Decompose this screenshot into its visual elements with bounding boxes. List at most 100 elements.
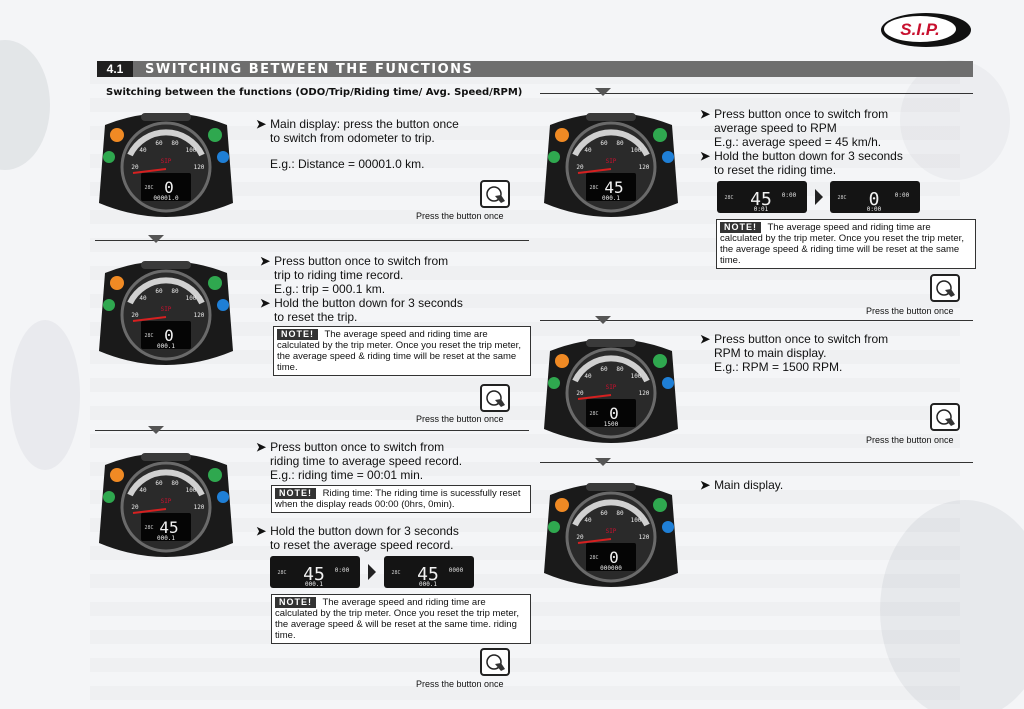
high-beam-icon [208, 276, 222, 290]
dial-tick-label: 20 [576, 164, 584, 171]
headlight-icon [662, 151, 674, 163]
dial-tick-label: 20 [131, 164, 139, 171]
headlight-icon [662, 521, 674, 533]
ink-splash [880, 500, 1024, 709]
lcd-small-value: 0:00 [782, 192, 797, 199]
fuel-icon [110, 128, 124, 142]
lcd-panel [586, 399, 636, 427]
dial-tick-label: 100 [186, 295, 197, 302]
divider [95, 430, 529, 431]
top-indicator-strip [586, 483, 636, 491]
note-tag: NOTE! [275, 597, 316, 608]
sip-logo: S.I.P. [881, 13, 971, 47]
high-beam-icon [653, 354, 667, 368]
top-indicator-strip [141, 113, 191, 121]
note-box: NOTE! Riding time: The riding time is su… [271, 485, 531, 513]
flow-arrow [148, 426, 164, 434]
press-button-label: Press the button once [416, 211, 504, 221]
top-indicator-strip [141, 261, 191, 269]
turn-signal-icon [548, 151, 560, 163]
speed-needle [577, 394, 612, 400]
dial-tick-label: 120 [194, 504, 205, 511]
headlight-icon [217, 151, 229, 163]
note-tag: NOTE! [277, 329, 318, 340]
flow-arrow [595, 316, 611, 324]
dial-tick-label: 60 [600, 140, 608, 147]
dial-scale [572, 129, 650, 157]
dial-tick-label: 100 [631, 147, 642, 154]
svg-text:S.I.P.: S.I.P. [900, 20, 939, 39]
dial-logo: SIP [161, 306, 172, 313]
dial-tick-label: 40 [584, 517, 592, 524]
turn-signal-icon [103, 491, 115, 503]
lcd-main-value: 0 [609, 548, 619, 567]
dial-tick-label: 120 [194, 164, 205, 171]
high-beam-icon [653, 498, 667, 512]
lcd-temperature: 28C [144, 333, 153, 339]
dial-tick-label: 40 [139, 147, 147, 154]
note-box: NOTE! The average speed and riding time … [716, 219, 976, 269]
lcd-bottom-value: 000.1 [157, 535, 175, 542]
dial-tick-label: 20 [576, 390, 584, 397]
dial-scale [127, 129, 205, 157]
lcd-temperature: 28C [589, 185, 598, 191]
dial-scale [572, 499, 650, 527]
dial-tick-label: 120 [639, 390, 650, 397]
dial-tick-label: 80 [616, 140, 624, 147]
speed-needle [132, 168, 167, 174]
dial-logo: SIP [606, 528, 617, 535]
lcd-small-value: 0000 [449, 567, 464, 574]
step-1-text: ➤Main display: press the button once to … [256, 117, 459, 171]
dial-tick-label: 80 [171, 140, 179, 147]
dial-tick-label: 120 [639, 164, 650, 171]
dial-logo: SIP [606, 158, 617, 165]
dial-tick-label: 40 [139, 487, 147, 494]
headlight-icon [217, 299, 229, 311]
lcd-small-value: 0:00 [335, 567, 350, 574]
dial-tick-label: 80 [171, 480, 179, 487]
press-button-icon [930, 274, 960, 302]
lcd-small-value: 0:00 [895, 192, 910, 199]
lcd-panel [141, 321, 191, 349]
press-button-label: Press the button once [866, 306, 954, 316]
transition-arrow [815, 189, 823, 205]
lcd-main-value: 45 [303, 564, 325, 585]
step-5-text: ➤Press button once to switch from RPM to… [700, 332, 889, 374]
fuel-icon [555, 354, 569, 368]
lcd-temperature: 28C [589, 555, 598, 561]
high-beam-icon [208, 128, 222, 142]
dial-tick-label: 100 [186, 487, 197, 494]
dial-logo: SIP [161, 158, 172, 165]
fuel-icon [555, 498, 569, 512]
fuel-icon [555, 128, 569, 142]
dial-tick-label: 80 [171, 288, 179, 295]
press-button-icon [480, 180, 510, 208]
top-indicator-strip [586, 113, 636, 121]
fuel-icon [110, 468, 124, 482]
flow-arrow [148, 235, 164, 243]
press-button-icon [480, 384, 510, 412]
fuel-icon [110, 276, 124, 290]
dial-scale [572, 355, 650, 383]
lcd-panel [586, 543, 636, 571]
speed-needle [577, 538, 612, 544]
lcd-bottom-value: 1500 [604, 421, 619, 428]
lcd-panel [141, 513, 191, 541]
step-6-text: ➤Main display. [700, 478, 784, 492]
subtitle: Switching between the functions (ODO/Tri… [106, 87, 523, 98]
note-box: NOTE! The average speed and riding time … [271, 594, 531, 644]
speed-needle [132, 508, 167, 514]
flow-arrow [595, 458, 611, 466]
dial-tick-label: 40 [584, 147, 592, 154]
dial-scale [127, 277, 205, 305]
lcd-main-value: 0 [609, 404, 619, 423]
turn-signal-icon [548, 521, 560, 533]
high-beam-icon [208, 468, 222, 482]
press-button-label: Press the button once [416, 679, 504, 689]
